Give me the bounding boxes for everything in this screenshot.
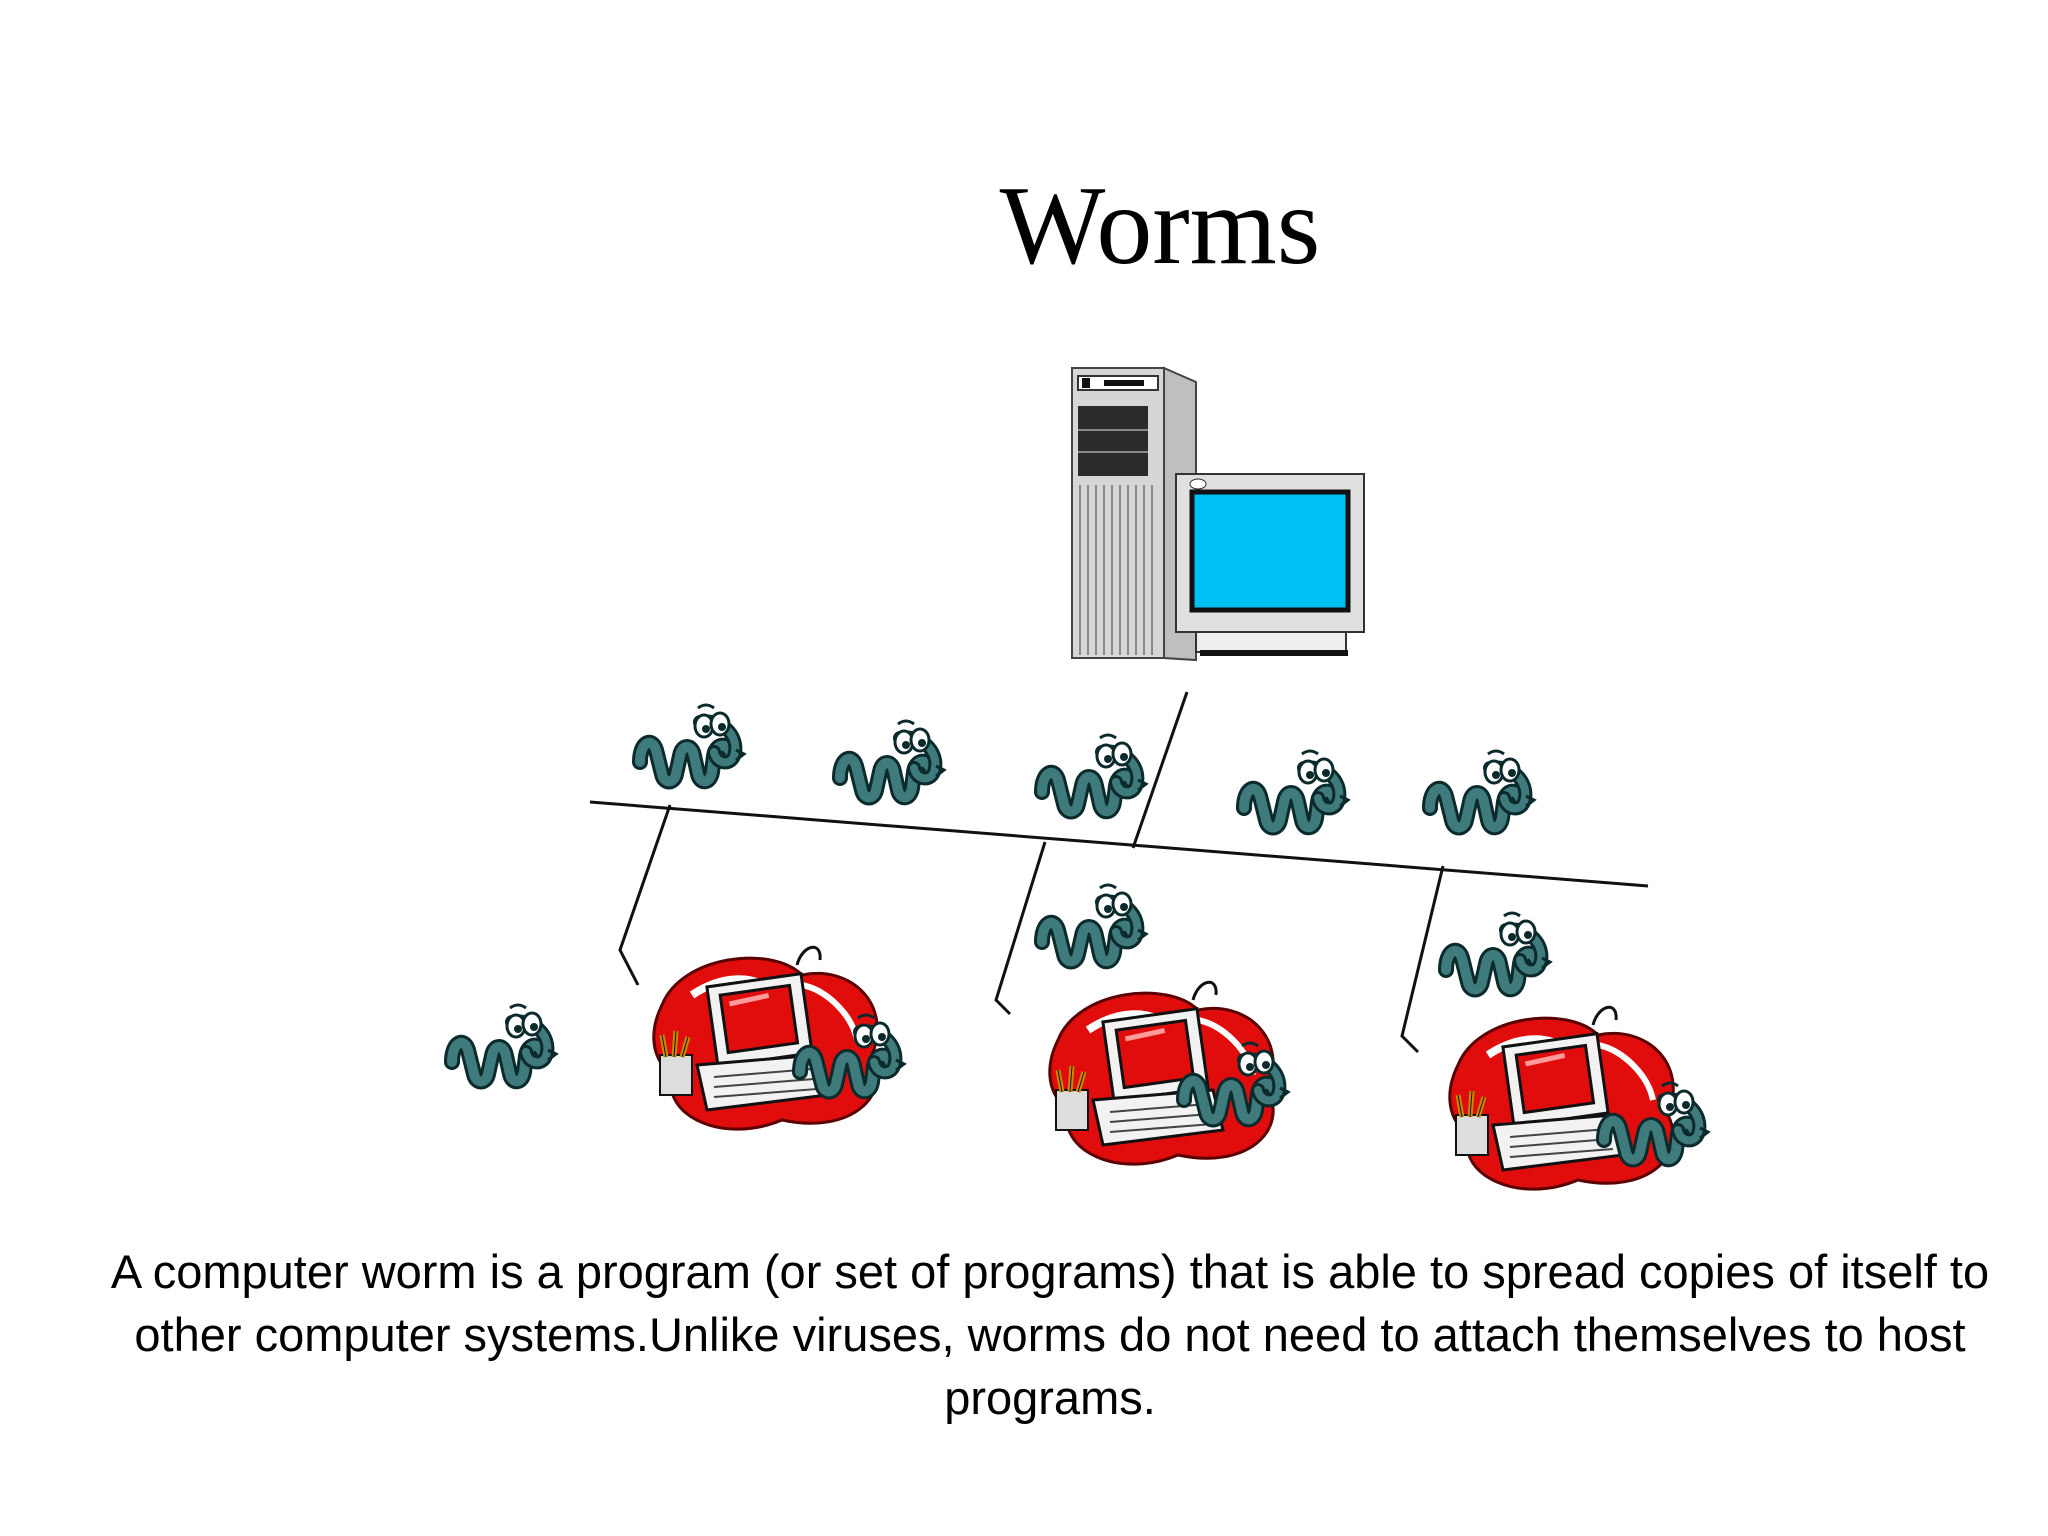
worm-icon (452, 1005, 556, 1082)
server-workstation-icon (1071, 366, 1365, 662)
worm-icon (1042, 885, 1146, 962)
slide-caption: A computer worm is a program (or set of … (110, 1245, 1990, 1424)
worm-icon (640, 705, 744, 782)
worm-icon (1430, 751, 1534, 828)
worm-icon (1446, 913, 1550, 990)
infected-computer-icon (654, 947, 877, 1129)
worm-icon (1244, 751, 1348, 828)
worm-icon (840, 721, 944, 798)
network-connections (589, 691, 1649, 1054)
slide-title: Worms (999, 164, 1321, 288)
worm-icon (1042, 735, 1146, 812)
infected-computer-icon (1050, 982, 1273, 1164)
